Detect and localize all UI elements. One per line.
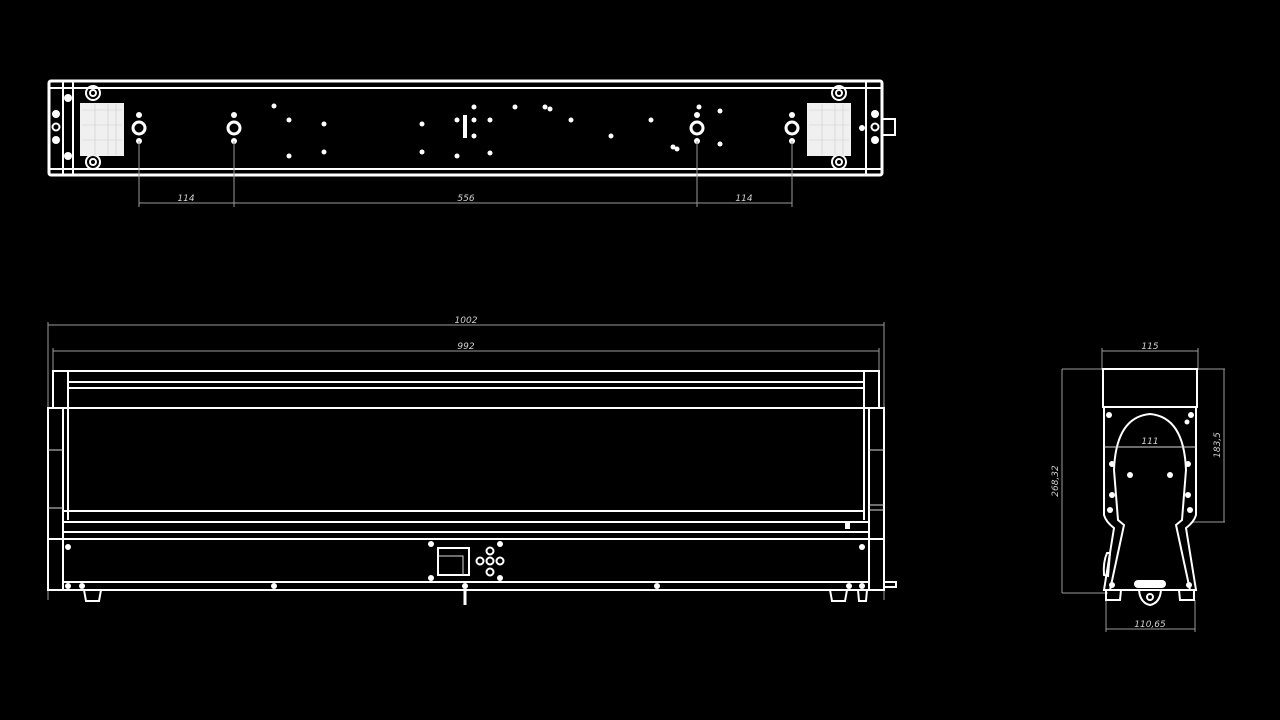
dim-right-spacing: 114 (735, 194, 752, 204)
dim-upper-height: 183,5 (1213, 432, 1223, 458)
dim-inner-length: 992 (457, 342, 474, 352)
right-terminal-block (807, 103, 851, 156)
mounting-holes (271, 103, 723, 159)
dim-overall-height: 268,32 (1051, 465, 1061, 497)
front-view-dimensions: 1002 992 (47, 316, 885, 600)
control-panel (428, 541, 505, 605)
left-terminal-block (80, 103, 124, 156)
dim-left-spacing: 114 (177, 194, 194, 204)
dpad-buttons (475, 546, 505, 577)
side-view-dimensions: 115 268,32 183,5 110,65 (1051, 342, 1225, 632)
front-view: 1002 992 (47, 316, 897, 605)
top-view-dimensions: 114 556 114 (138, 141, 793, 207)
dim-overall-length: 1002 (455, 316, 478, 326)
dim-inner-width: 111 (1141, 437, 1158, 447)
top-view: 114 556 114 (47, 79, 896, 207)
dim-base-width: 110,65 (1134, 620, 1166, 630)
dim-center-spacing: 556 (457, 194, 474, 204)
dim-top-width: 115 (1141, 342, 1158, 352)
side-view: 115 268,32 183,5 110,65 111 (1051, 342, 1225, 632)
